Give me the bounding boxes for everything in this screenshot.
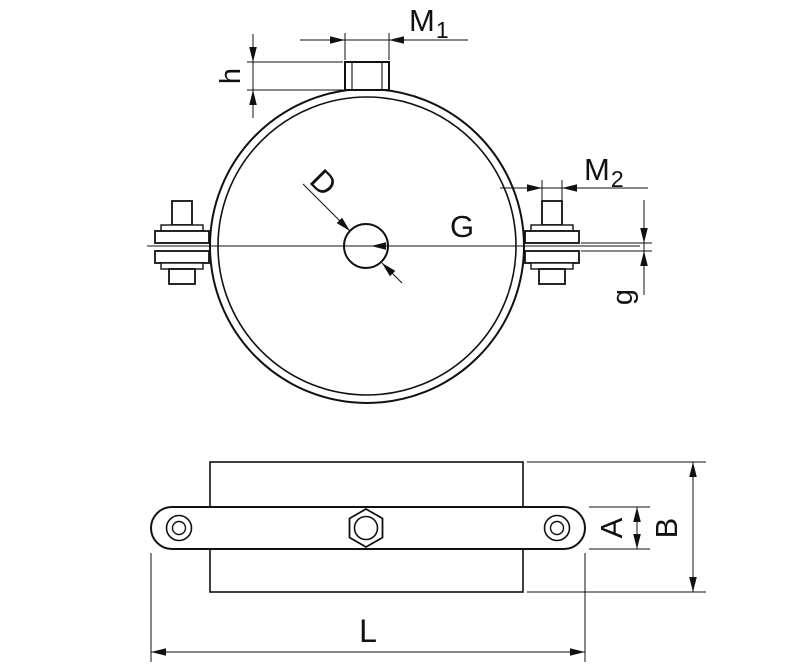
label-d: D <box>303 162 344 203</box>
label-g-gap: g <box>607 289 639 305</box>
label-g-thread: G <box>450 209 474 244</box>
dim-l: L <box>150 553 586 662</box>
center-nut-hole <box>353 515 379 541</box>
strap-hole-left-outer <box>165 514 193 542</box>
strap <box>150 506 586 550</box>
dim-h: h <box>215 34 345 118</box>
label-h: h <box>215 68 247 84</box>
top-boss <box>344 61 390 91</box>
dim-h-arrows <box>249 47 257 105</box>
dim-g-thread: G <box>371 209 474 250</box>
dim-b: B <box>527 461 706 593</box>
dim-a-arrows <box>633 507 641 549</box>
dim-l-lines <box>150 553 586 662</box>
label-a: A <box>594 517 629 538</box>
dim-m2-arrows <box>527 184 577 192</box>
label-m1: M1 <box>409 3 449 43</box>
label-l: L <box>359 613 377 649</box>
side-view: A B L <box>150 461 706 662</box>
top-view: M1 h M2 D G g <box>147 3 652 404</box>
left-bolt-assembly <box>154 200 210 285</box>
dim-d: D <box>302 162 403 284</box>
dim-m1-lines <box>300 33 468 60</box>
boss-thread-lines <box>351 63 383 89</box>
dim-g-gap-lines <box>581 200 652 295</box>
right-bolt-head <box>541 200 563 226</box>
label-m2: M2 <box>584 152 624 192</box>
dim-a: A <box>589 506 650 550</box>
right-flange-top <box>524 230 580 244</box>
dim-m1-arrows <box>330 36 404 44</box>
dim-g-thread-arrow <box>371 242 386 250</box>
center-nut <box>348 507 384 549</box>
left-flange-top <box>154 230 210 244</box>
right-flange-bottom <box>524 250 580 264</box>
dim-m1: M1 <box>300 3 468 60</box>
dim-b-lines <box>527 461 706 593</box>
label-b: B <box>649 518 684 539</box>
left-bolt-head <box>171 200 193 226</box>
right-nut <box>538 268 566 285</box>
dim-m2: M2 <box>500 152 648 200</box>
dim-g-gap-arrows <box>640 228 648 266</box>
left-flange-bottom <box>154 250 210 264</box>
strap-hole-left-inner <box>171 520 187 536</box>
dim-d-arrows <box>336 217 396 277</box>
strap-hole-right-inner <box>549 520 565 536</box>
dim-b-arrows <box>689 462 697 592</box>
left-nut <box>168 268 196 285</box>
dim-g-gap: g <box>581 200 652 305</box>
strap-hole-right-outer <box>543 514 571 542</box>
right-bolt-assembly <box>524 200 580 285</box>
